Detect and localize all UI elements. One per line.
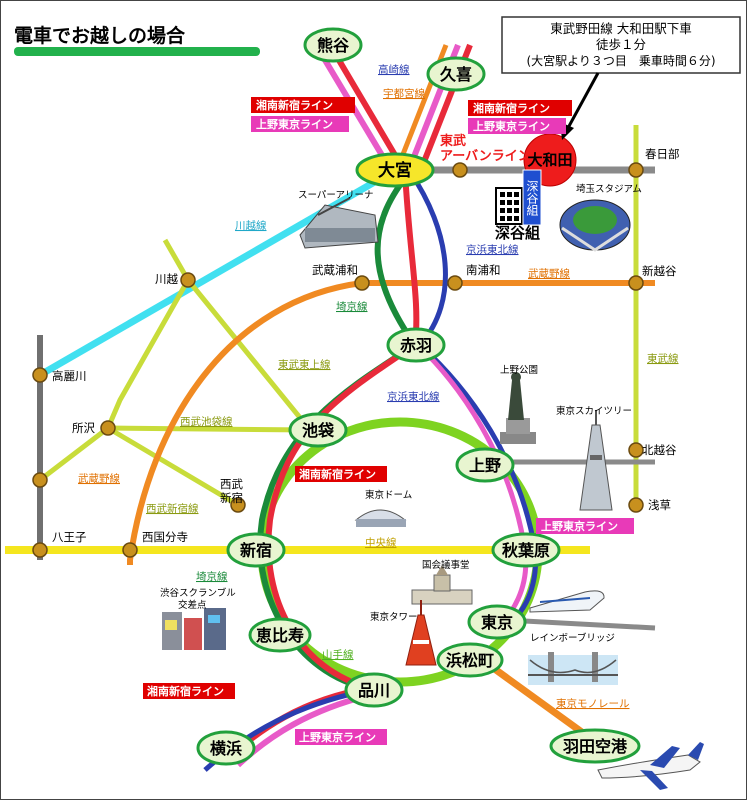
- station-ebisu: 恵比寿: [256, 626, 304, 645]
- label-shonan-shinjuku-1: 湘南新宿ライン: [256, 98, 333, 112]
- station-ueno: 上野: [469, 456, 501, 475]
- label-rainbow-bridge: レインボーブリッジ: [530, 632, 615, 644]
- access-note-line3: (大宮駅より３つ目 乗車時間６分): [526, 53, 715, 68]
- label-tobu-urban-1: 東武: [440, 133, 466, 149]
- label-tokyo-dome: 東京ドーム: [365, 489, 412, 501]
- label-scramble-l1: 渋谷スクランブル: [160, 587, 236, 599]
- label-keihin-tohoku-2: 京浜東北線: [387, 390, 440, 403]
- label-musashino-2: 武蔵野線: [78, 472, 120, 485]
- label-shonan-shinjuku-3: 湘南新宿ライン: [299, 467, 376, 481]
- station-ovals: [196, 27, 641, 766]
- musashino-line: [127, 280, 655, 565]
- fukaya-sign-text: 深谷組: [525, 180, 539, 216]
- label-keihin-tohoku-1: 京浜東北線: [466, 243, 519, 256]
- station-musashi-urawa: 武蔵浦和: [312, 263, 358, 277]
- label-tobu-urban-2: アーバンライン: [440, 149, 531, 164]
- station-kita-koshigaya: 北越谷: [642, 443, 677, 457]
- ueno-park-statue-icon: [500, 372, 536, 444]
- tokyo-east-line: [504, 617, 656, 631]
- label-ueno-tokyo-1: 上野東京ライン: [256, 117, 333, 131]
- station-hamamatsucho: 浜松町: [446, 651, 494, 670]
- station-kuki: 久喜: [440, 65, 472, 84]
- label-shonan-shinjuku-4: 湘南新宿ライン: [147, 684, 224, 698]
- page-title: 電車でお越しの場合: [14, 24, 186, 47]
- station-hachioji: 八王子: [52, 530, 87, 544]
- station-kasukabe: 春日部: [645, 147, 680, 161]
- diet-building-icon: [411, 565, 473, 605]
- label-ueno-tokyo-4: 上野東京ライン: [299, 730, 376, 744]
- label-seibu-ikebukuro: 西武池袋線: [180, 415, 233, 428]
- label-super-arena: スーパーアリーナ: [298, 190, 374, 201]
- station-owada: 大和田: [527, 151, 572, 169]
- label-takasaki: 高崎線: [378, 63, 410, 76]
- label-saikyo-2: 埼京線: [196, 570, 228, 583]
- access-note-line1: 東武野田線 大和田駅下車: [550, 21, 691, 36]
- station-shinagawa: 品川: [358, 681, 390, 700]
- tokyo-monorail-line: [482, 659, 593, 741]
- rainbow-bridge-icon: [528, 652, 618, 685]
- shibuya-scramble-icon: [162, 608, 226, 650]
- saitama-stadium-icon: [559, 199, 631, 252]
- label-fukaya: 深谷組: [495, 224, 540, 242]
- station-nishi-kokubunji: 西国分寺: [142, 530, 188, 544]
- access-note-line2: 徒歩１分: [596, 37, 646, 52]
- label-diet: 国会議事堂: [422, 559, 470, 571]
- station-ikebukuro: 池袋: [302, 421, 335, 440]
- station-tokorozawa: 所沢: [72, 421, 95, 435]
- fukaya-building-icon: [495, 177, 537, 225]
- label-scramble-l2: 交差点: [178, 599, 207, 611]
- station-omiya: 大宮: [378, 160, 412, 181]
- label-yamanote: 山手線: [322, 648, 354, 661]
- station-akihabara: 秋葉原: [502, 541, 550, 560]
- station-kumagaya: 熊谷: [317, 36, 350, 55]
- tokyo-tower-icon: [405, 600, 437, 666]
- station-haneda: 羽田空港: [563, 737, 628, 756]
- fukaya-sign: 深谷組: [522, 169, 542, 226]
- ueno-tokyo-line-east: [416, 343, 529, 627]
- label-skytree: 東京スカイツリー: [556, 405, 632, 417]
- label-shonan-shinjuku-2: 湘南新宿ライン: [473, 101, 550, 115]
- station-minami-urawa: 南浦和: [466, 263, 501, 277]
- label-tobu-tojo: 東武東上線: [278, 358, 331, 371]
- label-ueno-tokyo-2: 上野東京ライン: [473, 119, 550, 133]
- shinkansen-icon: [529, 590, 605, 613]
- label-musashino-1: 武蔵野線: [528, 267, 570, 280]
- station-komagawa: 高麗川: [52, 369, 87, 383]
- station-yokohama: 横浜: [210, 739, 242, 758]
- title-underline: [14, 47, 260, 56]
- label-ueno-tokyo-3: 上野東京ライン: [541, 519, 618, 533]
- label-tobu-line: 東武線: [647, 352, 679, 365]
- access-note-box: 東武野田線 大和田駅下車 徒歩１分 (大宮駅より３つ目 乗車時間６分): [501, 16, 741, 74]
- label-seibu-shinjuku: 西武新宿線: [146, 502, 199, 515]
- label-utsunomiya: 宇都宮線: [383, 87, 425, 100]
- station-akabane: 赤羽: [400, 336, 432, 355]
- access-arrow: [566, 72, 600, 129]
- label-tokyo-monorail: 東京モノレール: [556, 697, 630, 710]
- skytree-icon: [579, 410, 613, 511]
- tokyo-dome-icon: [354, 509, 407, 527]
- label-tokyo-tower: 東京タワー: [370, 611, 418, 623]
- station-tokyo: 東京: [481, 613, 513, 632]
- airplane-icon: [597, 742, 704, 790]
- station-shin-koshigaya: 新越谷: [642, 264, 677, 278]
- station-seibu-shinjuku-l1: 西武: [220, 477, 243, 491]
- tobu-tojo-line: [38, 238, 312, 508]
- station-shinjuku: 新宿: [240, 541, 272, 560]
- station-seibu-shinjuku-l2: 新宿: [220, 491, 243, 505]
- keihin-tohoku-line: [407, 170, 539, 626]
- label-saitama-stadium: 埼玉スタジアム: [576, 183, 642, 195]
- label-ueno-park: 上野公園: [500, 365, 538, 376]
- station-dots: [32, 162, 644, 558]
- label-saikyo-1: 埼京線: [336, 300, 368, 313]
- label-kawagoe: 川越線: [235, 219, 267, 232]
- station-kawagoe: 川越: [155, 272, 178, 286]
- super-arena-icon: [299, 197, 379, 249]
- station-asakusa: 浅草: [648, 498, 671, 512]
- label-chuo: 中央線: [365, 536, 397, 549]
